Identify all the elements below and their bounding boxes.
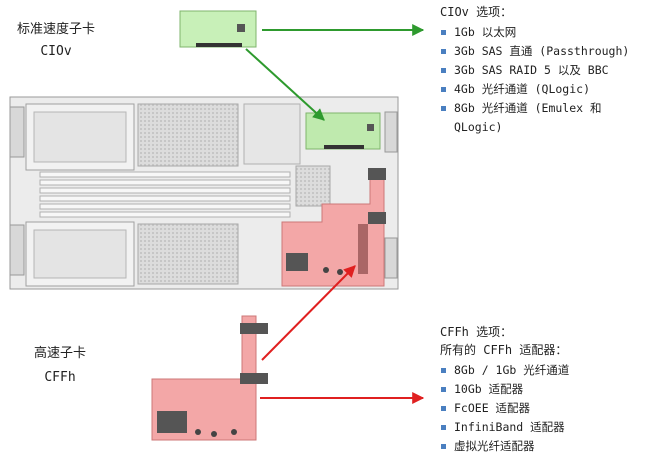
ciov-card-installed: [305, 112, 381, 150]
cffh-option: InfiniBand 适配器: [440, 418, 569, 437]
cffh-option: FcOEE 适配器: [440, 399, 569, 418]
cffh-options-subheading: 所有的 CFFh 适配器：: [440, 343, 568, 357]
high-speed-card-title-cn: 高速子卡: [33, 346, 86, 361]
cffh-option: 10Gb 适配器: [440, 380, 569, 399]
ciov-card: [179, 10, 257, 48]
ciov-option: 3Gb SAS 直通 (Passthrough): [440, 42, 629, 61]
high-speed-card-title: 高速子卡 CFFh: [10, 346, 110, 386]
cffh-options-list: 8Gb / 1Gb 光纤通道 10Gb 适配器 FcOEE 适配器 Infini…: [440, 361, 569, 456]
cffh-card-installed: [281, 168, 386, 287]
ciov-option-continued: QLogic): [454, 120, 503, 134]
ciov-option: 4Gb 光纤通道 (QLogic): [440, 80, 629, 99]
ciov-option: 1Gb 以太网: [440, 23, 629, 42]
cffh-option: 虚拟光纤适配器: [440, 437, 569, 456]
ciov-options-heading: CIOv 选项：: [440, 5, 513, 19]
ciov-option: 8Gb 光纤通道 (Emulex 和: [440, 99, 629, 118]
standard-card-title-en: CIOv: [40, 44, 72, 59]
cffh-option: 8Gb / 1Gb 光纤通道: [440, 361, 569, 380]
cffh-install-arrow: [261, 265, 356, 361]
standard-card-title: 标准速度子卡 CIOv: [2, 22, 110, 60]
ciov-option: 3Gb SAS RAID 5 以及 BBC: [440, 61, 629, 80]
cffh-options-heading: CFFh 选项：: [440, 325, 513, 339]
ciov-install-arrow: [245, 48, 325, 121]
standard-card-title-cn: 标准速度子卡: [16, 22, 95, 37]
cffh-card: [151, 315, 268, 441]
ciov-options-list: 1Gb 以太网 3Gb SAS 直通 (Passthrough) 3Gb SAS…: [440, 23, 629, 137]
high-speed-card-title-en: CFFh: [44, 370, 76, 385]
